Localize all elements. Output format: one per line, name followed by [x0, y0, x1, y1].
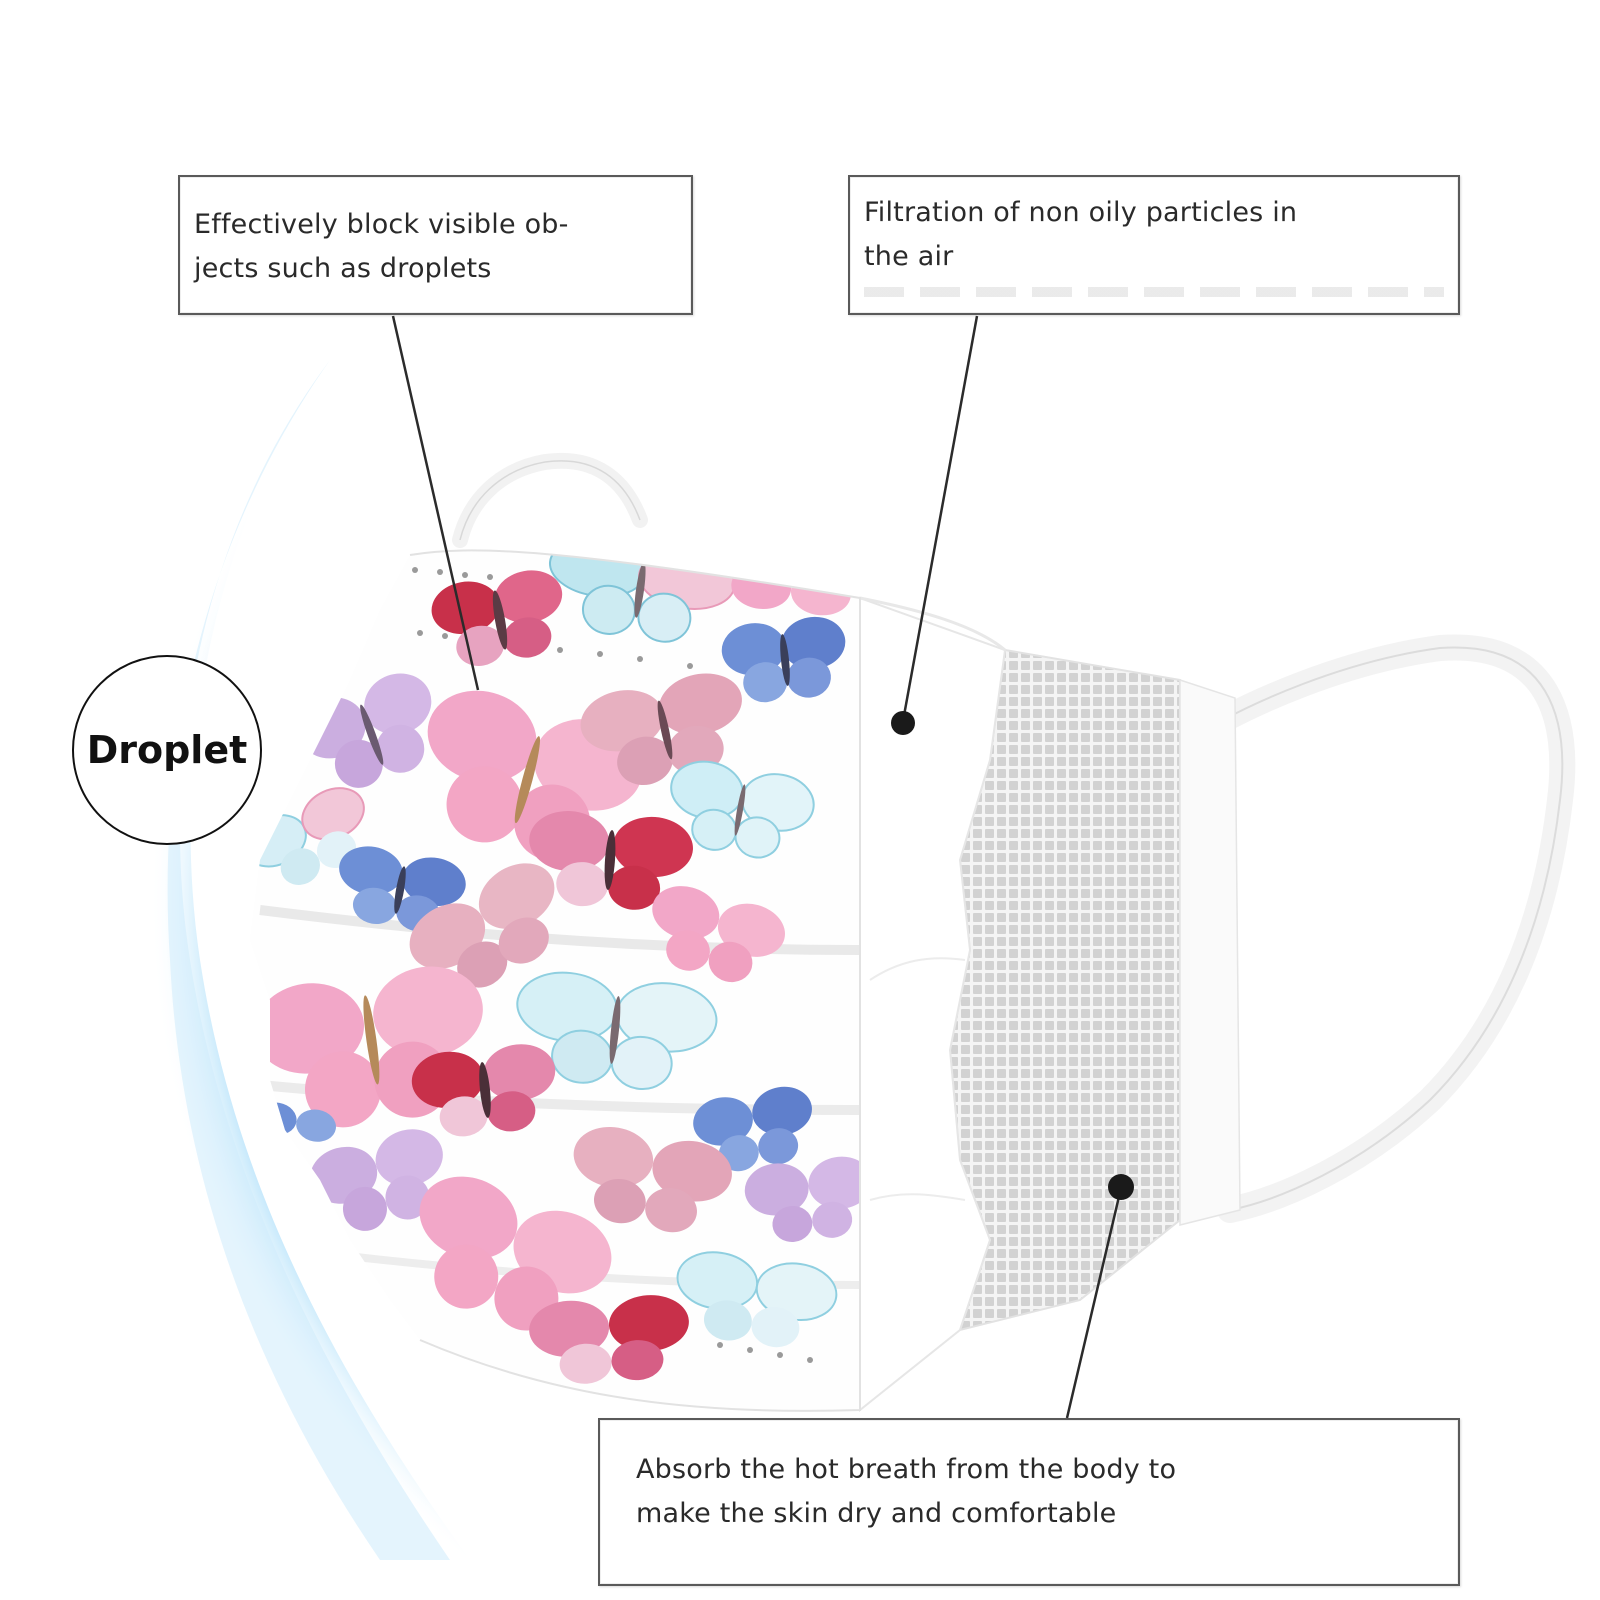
butterfly-icon — [529, 811, 693, 910]
butterfly-icon — [529, 1295, 689, 1384]
callout-line: Effectively block visible ob- — [194, 209, 569, 240]
butterfly-icon — [573, 1126, 732, 1233]
butterfly-icon — [721, 616, 846, 703]
butterfly-icon — [652, 886, 785, 983]
butterfly-icon — [419, 1176, 612, 1331]
butterfly-icon — [693, 1086, 812, 1172]
butterfly-icon — [580, 673, 742, 786]
butterfly-icon — [670, 760, 815, 859]
butterfly-print-layer — [250, 550, 860, 1411]
callout-line: make the skin dry and comfortable — [636, 1498, 1117, 1529]
callout-line: Absorb the hot breath from the body to — [636, 1454, 1177, 1485]
droplet-badge: Droplet — [72, 655, 262, 845]
callout-line: Filtration of non oily particles in — [864, 197, 1298, 228]
callout-droplet-blocking: Effectively block visible ob- jects such… — [178, 175, 693, 315]
callout-particle-filtration: Filtration of non oily particles in the … — [848, 175, 1460, 315]
butterfly-icon — [676, 1251, 838, 1348]
butterfly-icon — [516, 971, 718, 1091]
butterfly-icon — [298, 673, 432, 788]
butterfly-icon — [339, 846, 466, 932]
butterfly-icon — [411, 1044, 556, 1137]
butterfly-icon — [309, 1129, 443, 1231]
butterfly-icon — [409, 863, 555, 988]
callout-line: jects such as droplets — [194, 253, 492, 284]
middle-layer — [859, 596, 1007, 1413]
butterfly-icon — [744, 1156, 860, 1242]
faded-text-decoration — [864, 287, 1444, 297]
callout-line: the air — [864, 241, 954, 272]
callout-breath-absorption: Absorb the hot breath from the body to m… — [598, 1418, 1460, 1586]
droplet-label: Droplet — [86, 728, 248, 772]
